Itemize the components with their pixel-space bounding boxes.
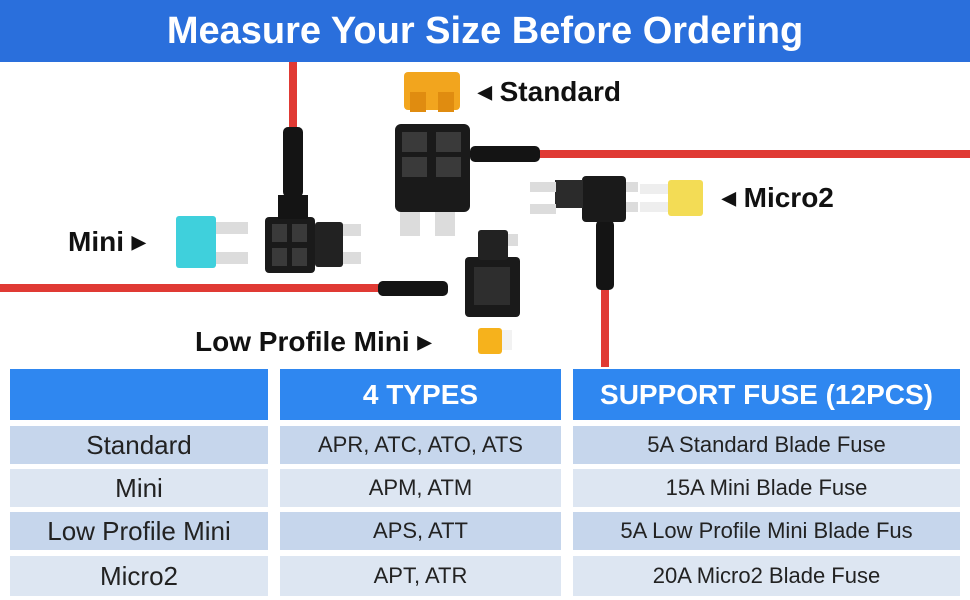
label-micro2: ◀ Micro2 — [722, 182, 834, 214]
standard-fuse — [404, 72, 460, 112]
micro2-fuse — [640, 180, 703, 216]
header-cell-empty — [10, 369, 268, 420]
table-row-standard-fuse: 5A Standard Blade Fuse — [573, 426, 960, 464]
arrow-left-icon: ◀ — [478, 82, 492, 102]
standard-fuse-tap — [395, 124, 470, 236]
label-low-profile-mini: Low Profile Mini ▶ — [195, 326, 431, 358]
table-row-mini-name: Mini — [10, 469, 268, 507]
table-row-mini-types: APM, ATM — [280, 469, 561, 507]
table-row-standard-types: APR, ATC, ATO, ATS — [280, 426, 561, 464]
table-row-low-profile-mini-types: APS, ATT — [280, 512, 561, 550]
header-cell-support-fuse: SUPPORT FUSE (12PCS) — [573, 369, 960, 420]
heat-shrink-micro2 — [596, 220, 614, 290]
mini-fuse-tap — [265, 195, 361, 273]
heat-shrink-lowprofile — [378, 281, 448, 296]
fuse-taps-image — [0, 58, 970, 371]
table-row-mini-fuse: 15A Mini Blade Fuse — [573, 469, 960, 507]
label-mini-text: Mini — [68, 226, 124, 257]
low-profile-mini-fuse — [478, 328, 512, 354]
label-low-profile-mini-text: Low Profile Mini — [195, 326, 410, 357]
table-row-micro2-name: Micro2 — [10, 556, 268, 596]
fuse-tap-illustration: ◀ Standard ◀ Micro2 Mini ▶ Low Profile M… — [0, 58, 970, 371]
heat-shrink-mini — [283, 127, 303, 197]
table-row-micro2-types: APT, ATR — [280, 556, 561, 596]
header-cell-types: 4 TYPES — [280, 369, 561, 420]
micro2-fuse-tap — [530, 176, 638, 222]
label-standard-text: Standard — [499, 76, 621, 107]
label-standard: ◀ Standard — [478, 76, 621, 108]
table-row-low-profile-mini-name: Low Profile Mini — [10, 512, 268, 550]
table-row-micro2-fuse: 20A Micro2 Blade Fuse — [573, 556, 960, 596]
arrow-left-icon: ◀ — [722, 188, 736, 208]
arrow-right-icon: ▶ — [417, 332, 432, 352]
arrow-right-icon: ▶ — [131, 232, 146, 252]
low-profile-mini-fuse-tap — [465, 230, 520, 317]
table-row-low-profile-mini-fuse: 5A Low Profile Mini Blade Fus — [573, 512, 960, 550]
label-micro2-text: Micro2 — [743, 182, 834, 213]
label-mini: Mini ▶ — [68, 226, 146, 258]
heat-shrink-standard — [470, 146, 540, 162]
page-title: Measure Your Size Before Ordering — [0, 0, 970, 62]
table-row-standard-name: Standard — [10, 426, 268, 464]
mini-fuse — [176, 216, 248, 268]
